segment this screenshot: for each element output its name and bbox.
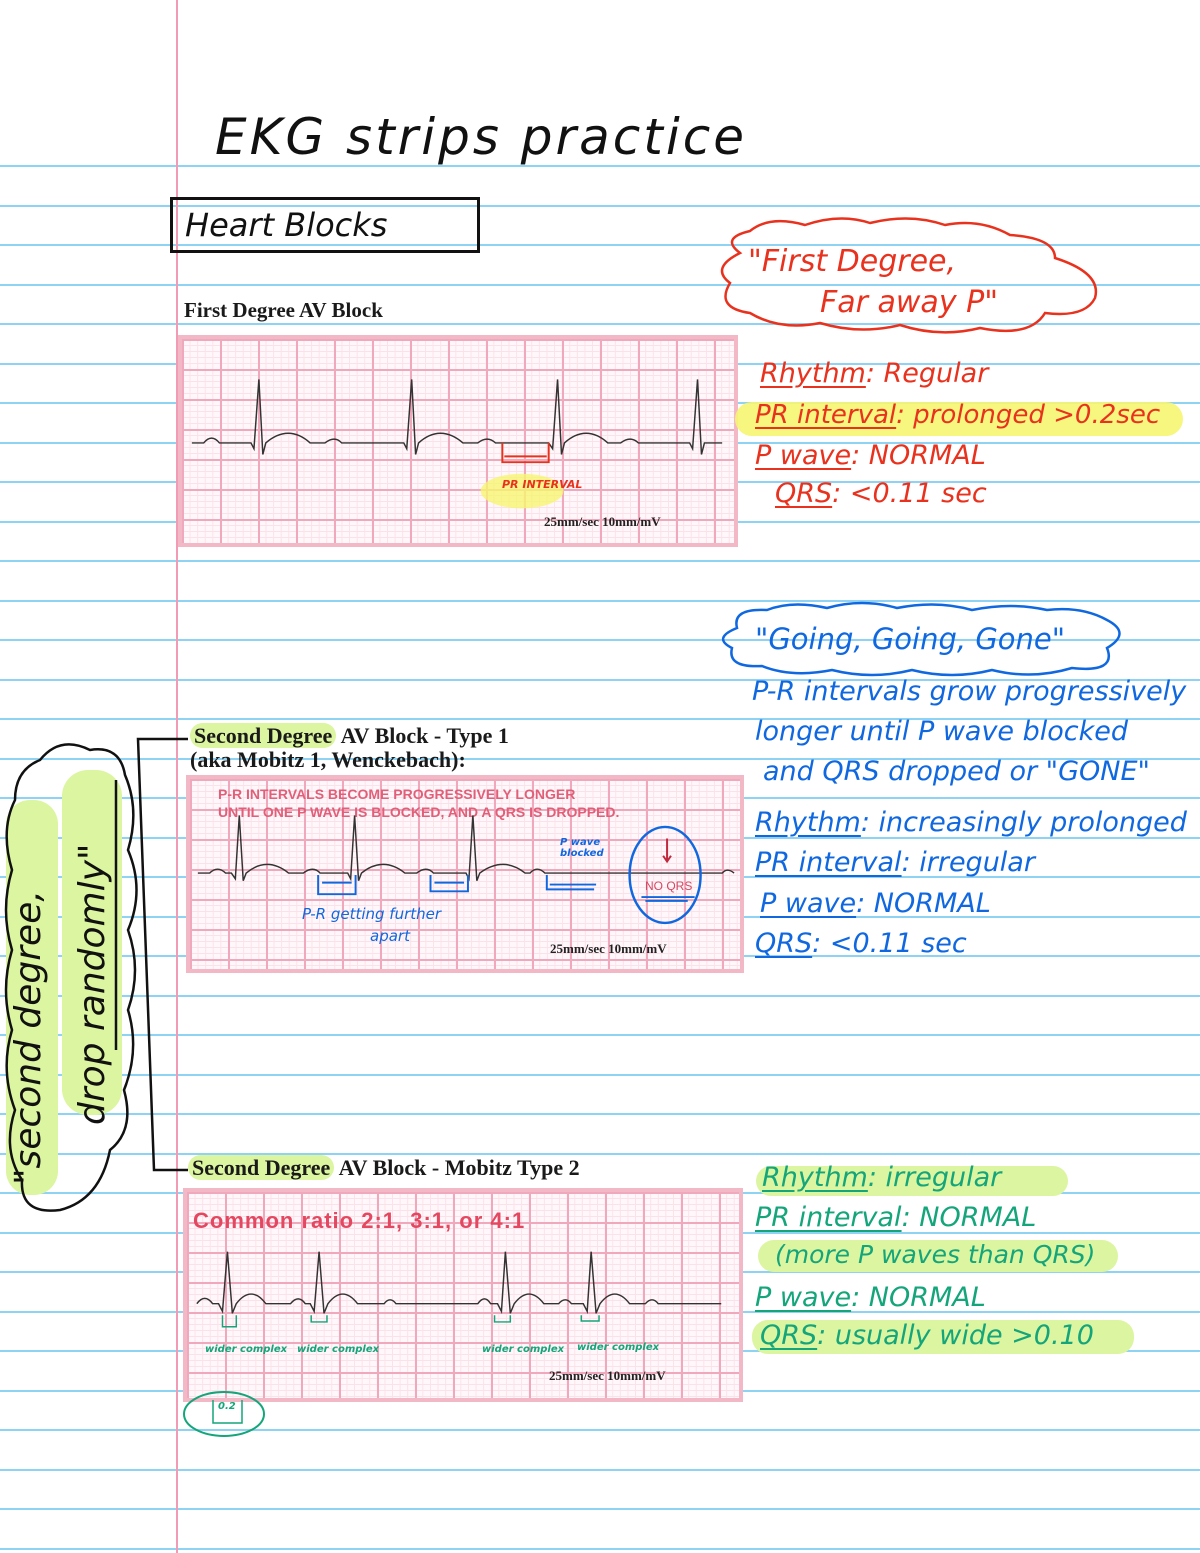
type1-description-line1: P-R intervals grow progressively bbox=[752, 676, 1187, 707]
ruled-line bbox=[0, 205, 1200, 207]
ruled-line bbox=[0, 718, 1200, 720]
type1-strip-title: Second Degree AV Block - Type 1 (aka Mob… bbox=[190, 723, 509, 772]
first-degree-note-rhythm: Rhythm: Regular bbox=[760, 358, 989, 389]
pr-interval-annotation: PR INTERVAL bbox=[502, 478, 583, 491]
type2-note-pwave: P wave: NORMAL bbox=[755, 1282, 986, 1313]
highlight bbox=[756, 1166, 1068, 1196]
speed-label: 25mm/sec 10mm/mV bbox=[544, 514, 661, 529]
highlight bbox=[752, 1320, 1134, 1354]
first-degree-note-pr: PR interval: prolonged >0.2sec bbox=[755, 400, 1161, 430]
ruled-line bbox=[0, 679, 1200, 681]
first-degree-ekg-strip: PR INTERVAL 25mm/sec 10mm/mV bbox=[178, 335, 738, 547]
p-wave-blocked-annotation: P wave blocked bbox=[560, 837, 604, 859]
type2-note-pr-detail: (more P waves than QRS) bbox=[775, 1240, 1096, 1269]
type1-ekg-strip: P-R INTERVALS BECOME PROGRESSIVELY LONGE… bbox=[186, 775, 744, 973]
type1-note-qrs: QRS: <0.11 sec bbox=[755, 928, 967, 959]
type1-description-line2: longer until P wave blocked bbox=[755, 716, 1129, 747]
side-mnemonic-line2: drop randomly" bbox=[72, 843, 113, 1125]
margin-line bbox=[176, 0, 178, 1553]
side-mnemonic-cloud bbox=[4, 743, 138, 1212]
first-degree-strip-title: First Degree AV Block bbox=[184, 298, 383, 322]
type2-ekg-strip: Common ratio 2:1, 3:1, or 4:1 wider comp… bbox=[183, 1188, 743, 1402]
ruled-line bbox=[0, 560, 1200, 562]
pr-further-annotation: P-R getting further bbox=[302, 905, 442, 923]
ruled-line bbox=[0, 1153, 1200, 1155]
speed-label: 25mm/sec 10mm/mV bbox=[549, 1368, 666, 1383]
mnemonic-cloud-red bbox=[720, 217, 1098, 334]
highlight bbox=[758, 1240, 1118, 1272]
first-degree-note-pwave: P wave: NORMAL bbox=[755, 440, 986, 471]
wider-complex-annotation: wider complex bbox=[482, 1344, 565, 1355]
highlight bbox=[735, 402, 1183, 436]
ekg-trace bbox=[197, 815, 735, 925]
ruled-line bbox=[0, 1034, 1200, 1036]
ruled-line bbox=[0, 1074, 1200, 1076]
ruled-line bbox=[0, 1548, 1200, 1550]
type2-note-pr: PR interval: NORMAL bbox=[755, 1202, 1037, 1233]
pr-apart-annotation: apart bbox=[370, 927, 410, 945]
ruled-line bbox=[0, 244, 1200, 246]
first-degree-mnemonic-line1: "First Degree, bbox=[748, 244, 957, 279]
no-qrs-label: NO QRS bbox=[645, 879, 693, 893]
section-label-box: Heart Blocks bbox=[170, 197, 480, 253]
ruled-line bbox=[0, 1469, 1200, 1471]
circled-annotation bbox=[183, 1391, 265, 1437]
ruled-line bbox=[0, 165, 1200, 167]
ruled-line bbox=[0, 284, 1200, 286]
type1-mnemonic: "Going, Going, Gone" bbox=[755, 622, 1066, 656]
type1-description-line3: and QRS dropped or "GONE" bbox=[763, 756, 1150, 787]
type2-banner: Common ratio 2:1, 3:1, or 4:1 bbox=[193, 1208, 526, 1233]
ekg-trace bbox=[196, 1251, 722, 1328]
wider-complex-annotation: wider complex bbox=[205, 1344, 288, 1355]
ruled-line bbox=[0, 600, 1200, 602]
ruled-line bbox=[0, 639, 1200, 641]
type1-note-rhythm: Rhythm: increasingly prolonged bbox=[755, 807, 1187, 838]
ruled-line bbox=[0, 758, 1200, 760]
side-mnemonic-line1: "second degree, bbox=[8, 890, 49, 1185]
type1-banner: P-R INTERVALS BECOME PROGRESSIVELY LONGE… bbox=[218, 786, 620, 820]
first-degree-mnemonic-line2: Far away P" bbox=[820, 285, 998, 320]
section-label: Heart Blocks bbox=[185, 206, 388, 244]
wider-complex-annotation: wider complex bbox=[297, 1344, 380, 1355]
type2-strip-title: Second Degree AV Block - Mobitz Type 2 bbox=[188, 1155, 580, 1181]
type2-note-qrs: QRS: usually wide >0.10 bbox=[760, 1320, 1094, 1351]
first-degree-note-qrs: QRS: <0.11 sec bbox=[775, 478, 987, 509]
wider-complex-annotation: wider complex bbox=[577, 1342, 660, 1353]
ekg-trace bbox=[191, 379, 723, 509]
ruled-line bbox=[0, 323, 1200, 325]
type1-note-pwave: P wave: NORMAL bbox=[760, 888, 991, 919]
bracket-connector bbox=[136, 737, 188, 1172]
ruled-line bbox=[0, 1508, 1200, 1510]
speed-label: 25mm/sec 10mm/mV bbox=[550, 941, 667, 956]
ruled-line bbox=[0, 1113, 1200, 1115]
circled-value: 0.2 bbox=[218, 1401, 236, 1412]
type2-note-rhythm: Rhythm: irregular bbox=[762, 1162, 1002, 1193]
ruled-line bbox=[0, 995, 1200, 997]
mnemonic-cloud-blue bbox=[722, 601, 1121, 677]
ruled-line bbox=[0, 1429, 1200, 1431]
page-title: EKG strips practice bbox=[215, 108, 747, 166]
type1-note-pr: PR interval: irregular bbox=[755, 847, 1035, 878]
